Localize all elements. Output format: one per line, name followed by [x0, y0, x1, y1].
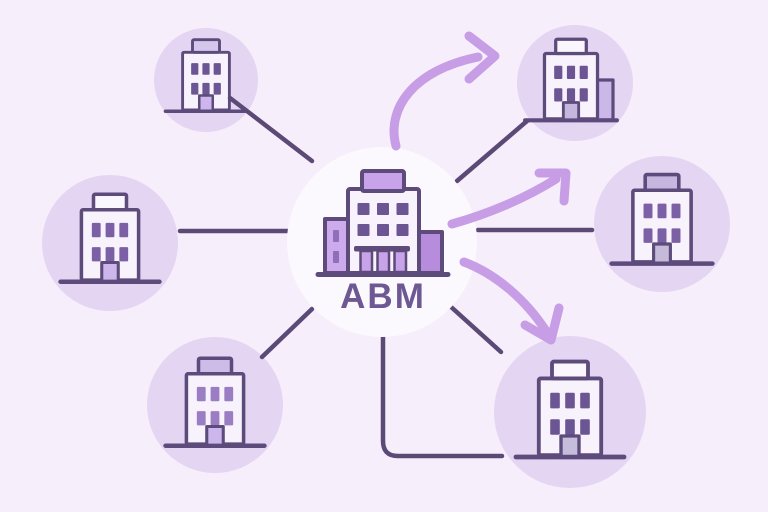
arrow-to-right: [447, 168, 571, 229]
arrow-shaft: [459, 257, 551, 336]
hub: ABM: [287, 147, 477, 337]
office-building-icon: [315, 169, 451, 277]
connector-line-top-right: [454, 118, 530, 184]
satellite-account-bottom-left: [147, 337, 283, 473]
building-annex-left: [323, 217, 351, 275]
arrow-head-icon: [534, 168, 571, 206]
building-annex-right: [417, 230, 444, 275]
building-roof: [360, 169, 406, 193]
arrow-shaft: [389, 52, 483, 151]
arrow-to-top-right: [389, 31, 500, 151]
satellite-account-left: [42, 175, 178, 311]
connector-elbow-line-bottom: [380, 333, 505, 459]
arrow-head-icon: [520, 303, 564, 345]
connector-lines: [177, 95, 595, 459]
arrow-shaft: [447, 174, 561, 229]
connector-line-top-left: [227, 95, 315, 164]
satellite-account-top-left: [154, 28, 258, 132]
arrow-to-bottom-right: [459, 257, 564, 345]
highlight-arrows: [389, 31, 571, 345]
hub-label: ABM: [340, 277, 426, 316]
satellite-account-bottom-right: [494, 336, 646, 488]
connector-line-bottom-left: [259, 306, 315, 360]
connector-line-bottom-right: [447, 303, 504, 355]
satellite-account-right: [594, 156, 730, 292]
satellite-account-top-right: [517, 25, 633, 141]
arrow-head-icon: [464, 31, 500, 84]
